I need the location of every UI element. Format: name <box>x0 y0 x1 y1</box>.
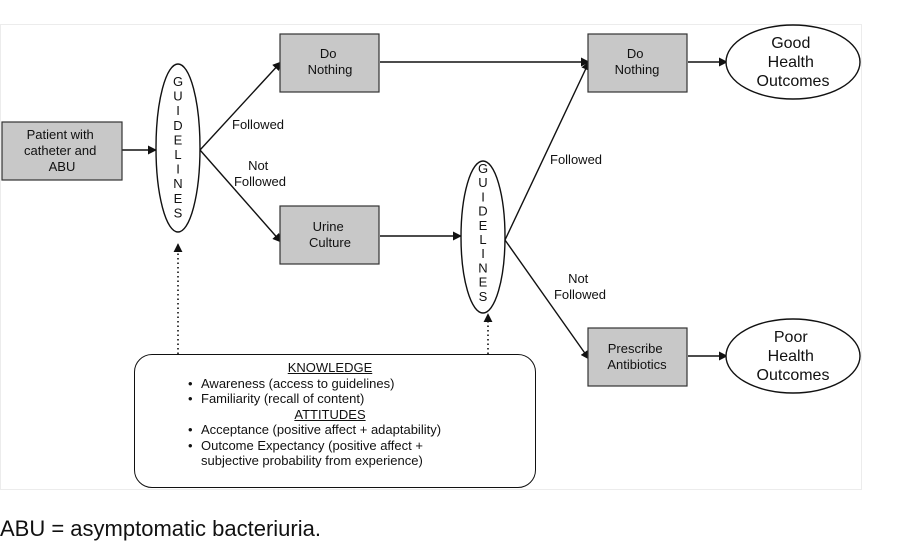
guidelines-letter: I <box>176 162 180 177</box>
guidelines-letter: N <box>173 176 182 191</box>
node-do-nothing-2 <box>587 33 688 93</box>
guidelines-letter: L <box>479 232 486 247</box>
node-good-health-outcomes-label: Good Health Outcomes <box>757 35 830 90</box>
knowledge-list: Awareness (access to guidelines) Familia… <box>187 376 525 407</box>
node-guidelines-2 <box>460 160 506 314</box>
node-do-nothing-2-label: Do Nothing <box>615 46 660 77</box>
guidelines-letter: G <box>173 74 183 89</box>
node-guidelines-1 <box>155 63 201 233</box>
guidelines-letter: D <box>478 204 487 219</box>
node-urine-culture <box>279 205 380 265</box>
guidelines-letter: U <box>478 175 487 190</box>
knowledge-item-familiarity: Familiarity (recall of content) <box>188 391 525 407</box>
guidelines-letter: D <box>173 118 182 133</box>
attitudes-item-outcome-expectancy: Outcome Expectancy (positive affect +sub… <box>188 438 525 469</box>
guidelines-letter: I <box>481 189 485 204</box>
guidelines-letter: S <box>174 205 183 220</box>
factors-box: KNOWLEDGE Awareness (access to guideline… <box>134 354 536 488</box>
node-patient-label: Patient with catheter and ABU <box>24 127 100 174</box>
node-patient <box>1 121 123 181</box>
arrow-guidelines-2-to-prescribe <box>504 239 590 360</box>
node-do-nothing-1-label: Do Nothing <box>308 46 353 77</box>
attitudes-title: ATTITUDES <box>294 406 366 422</box>
node-poor-health-outcomes <box>725 318 861 394</box>
guidelines-letter: I <box>481 246 485 261</box>
guidelines-letter: E <box>479 218 488 233</box>
guidelines-letter: I <box>176 103 180 118</box>
knowledge-item-awareness: Awareness (access to guidelines) <box>188 376 525 392</box>
arrow-guidelines-1-to-urine-culture <box>199 149 282 243</box>
edge-label-not-followed-2: Not Followed <box>554 271 606 302</box>
guidelines-letter: E <box>174 191 183 206</box>
guidelines-letter: L <box>174 147 181 162</box>
guidelines-letter: G <box>478 161 488 176</box>
node-poor-health-outcomes-label: Poor Health Outcomes <box>757 329 830 384</box>
edge-label-followed-2: Followed <box>550 152 602 167</box>
knowledge-title: KNOWLEDGE <box>287 360 373 375</box>
node-do-nothing-1 <box>279 33 380 93</box>
attitudes-list: Acceptance (positive affect + adaptabili… <box>187 422 525 469</box>
node-prescribe-antibiotics <box>587 327 688 387</box>
node-good-health-outcomes <box>725 24 861 100</box>
guidelines-letter: S <box>479 289 488 304</box>
diagram-canvas <box>0 24 862 490</box>
guidelines-letter: N <box>478 260 487 275</box>
node-prescribe-antibiotics-label: Prescribe Antibiotics <box>607 341 667 372</box>
node-urine-culture-label: Urine Culture <box>309 219 351 250</box>
guidelines-letter: E <box>174 132 183 147</box>
arrow-guidelines-2-to-do-nothing-2 <box>504 61 590 241</box>
edge-label-followed-1: Followed <box>232 117 284 132</box>
arrow-guidelines-1-to-do-nothing-1 <box>199 61 282 151</box>
guidelines-letter: U <box>173 89 182 104</box>
figure-caption: ABU = asymptomatic bacteriuria. <box>0 516 321 541</box>
edge-label-not-followed-1: Not Followed <box>234 158 286 189</box>
guidelines-letter: E <box>479 275 488 290</box>
attitudes-item-acceptance: Acceptance (positive affect + adaptabili… <box>188 422 525 438</box>
